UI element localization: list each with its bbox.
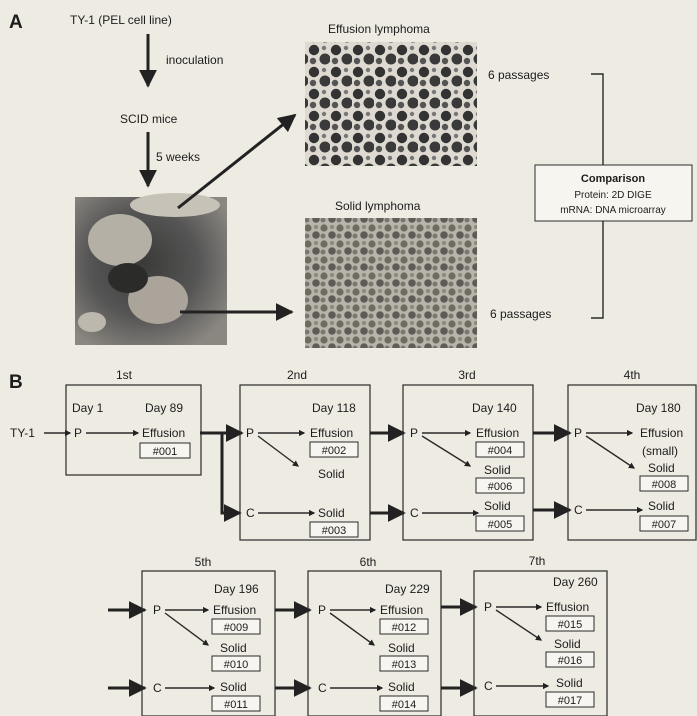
passages-top-label: 6 passages	[488, 68, 549, 82]
stage-7-p-solid-arrow	[496, 610, 541, 640]
stage-7-e-id: #015	[558, 619, 582, 631]
effusion-lymphoma-title: Effusion lymphoma	[328, 22, 430, 36]
stage-3: 3rd Day 140 P Effusion #004 Solid #006 C…	[403, 368, 533, 540]
stage-6-c: C	[318, 681, 327, 695]
comparison-mrna: mRNA: DNA microarray	[560, 205, 666, 216]
stage-5-p-id: #010	[224, 659, 248, 671]
stage-7-p: P	[484, 600, 492, 614]
stage-1-effusion: Effusion	[142, 426, 185, 440]
stage-7: 7th Day 260 P Effusion #015 Solid #016 C…	[474, 554, 607, 716]
stage-7-effusion: Effusion	[546, 600, 589, 614]
stage-2-p-solid-arrow	[258, 436, 298, 466]
effusion-micrograph	[305, 42, 477, 166]
start-label: TY-1	[10, 426, 35, 440]
stage-3-solid-p: Solid	[484, 463, 511, 477]
stage-6-p-id: #013	[392, 659, 416, 671]
stage-7-title: 7th	[529, 554, 546, 568]
stage-1-day: Day 89	[145, 401, 183, 415]
panel-b-label: B	[9, 372, 23, 393]
stage-3-solid-c: Solid	[484, 499, 511, 513]
stage-4-day: Day 180	[636, 401, 681, 415]
stage-3-p-id: #006	[488, 481, 512, 493]
stage-1-title: 1st	[116, 368, 133, 382]
inoculation-label: inoculation	[166, 53, 223, 67]
solid-micrograph	[305, 218, 477, 348]
stage-6-effusion: Effusion	[380, 603, 423, 617]
stage-7-c-id: #017	[558, 695, 582, 707]
stage-7-solid-p: Solid	[554, 637, 581, 651]
stage-6-e-id: #012	[392, 622, 416, 634]
stage-4-c-id: #007	[652, 519, 676, 531]
stage-3-p: P	[410, 426, 418, 440]
stage-6-p: P	[318, 603, 326, 617]
bracket-top	[591, 74, 603, 165]
stage-2-solid-c: Solid	[318, 506, 345, 520]
stage-3-c: C	[410, 506, 419, 520]
comparison-title: Comparison	[581, 173, 645, 185]
stage-5-solid-p: Solid	[220, 641, 247, 655]
stage-3-effusion: Effusion	[476, 426, 519, 440]
stage-7-solid-c: Solid	[556, 676, 583, 690]
stage-5: 5th Day 196 P Effusion #009 Solid #010 C…	[142, 555, 275, 716]
stage-5-title: 5th	[195, 555, 212, 569]
stage-4-p-solid-arrow	[586, 436, 634, 468]
stage-2-e-id: #002	[322, 445, 346, 457]
stage-6-solid-c: Solid	[388, 680, 415, 694]
stage-2-day: Day 118	[312, 401, 356, 415]
stage-4: 4th Day 180 P Effusion (small) Solid #00…	[568, 368, 696, 540]
stage-5-day: Day 196	[214, 582, 259, 596]
stage-5-effusion: Effusion	[213, 603, 256, 617]
stage-2: 2nd Day 118 P Effusion #002 Solid C Soli…	[240, 368, 370, 540]
stage-4-solid-p: Solid	[648, 461, 675, 475]
stage-2-p: P	[246, 426, 254, 440]
stage-6: 6th Day 229 P Effusion #012 Solid #013 C…	[308, 555, 441, 716]
stage-5-p: P	[153, 603, 161, 617]
stage-6-solid-p: Solid	[388, 641, 415, 655]
stage-6-title: 6th	[360, 555, 377, 569]
stage-6-day: Day 229	[385, 582, 430, 596]
stage-2-c-id: #003	[322, 525, 346, 537]
stage-4-c: C	[574, 503, 583, 517]
stage-2-effusion: Effusion	[310, 426, 353, 440]
stage-5-c: C	[153, 681, 162, 695]
stage-6-p-solid-arrow	[330, 613, 374, 645]
stage-3-day: Day 140	[472, 401, 517, 415]
stage-5-p-solid-arrow	[165, 613, 208, 645]
stage-2-solid-p: Solid	[318, 467, 345, 481]
scid-mice-label: SCID mice	[120, 112, 178, 126]
connector-1-2-solid	[200, 433, 240, 513]
stage-1-id: #001	[153, 446, 177, 458]
stage-3-p-solid-arrow	[422, 436, 470, 466]
stage-4-title: 4th	[624, 368, 641, 382]
stage-1: 1st Day 1 Day 89 TY-1 P Effusion #001	[10, 368, 201, 475]
stage-7-c: C	[484, 679, 493, 693]
panel-a-label: A	[9, 12, 23, 33]
stage-4-small: (small)	[642, 444, 678, 458]
stage-3-e-id: #004	[488, 445, 512, 457]
stage-7-p-id: #016	[558, 655, 582, 667]
stage-2-c: C	[246, 506, 255, 520]
stage-1-day-start: Day 1	[72, 401, 104, 415]
passages-bottom-label: 6 passages	[490, 307, 551, 321]
stage-5-e-id: #009	[224, 622, 248, 634]
stage-4-p-id: #008	[652, 479, 676, 491]
stage-1-p: P	[74, 426, 82, 440]
cell-line-label: TY-1 (PEL cell line)	[70, 13, 172, 27]
stage-6-c-id: #014	[392, 699, 416, 711]
bracket-bottom	[591, 221, 603, 318]
five-weeks-label: 5 weeks	[156, 150, 200, 164]
stage-2-title: 2nd	[287, 368, 307, 382]
mouse-photo	[75, 193, 227, 345]
solid-lymphoma-title: Solid lymphoma	[335, 199, 421, 213]
stage-4-effusion: Effusion	[640, 426, 683, 440]
stage-5-c-id: #011	[224, 699, 248, 711]
stage-3-title: 3rd	[458, 368, 475, 382]
stage-4-solid-c: Solid	[648, 499, 675, 513]
comparison-protein: Protein: 2D DIGE	[574, 190, 652, 201]
stage-4-p: P	[574, 426, 582, 440]
stage-7-day: Day 260	[553, 575, 598, 589]
stage-3-c-id: #005	[488, 519, 512, 531]
stage-5-solid-c: Solid	[220, 680, 247, 694]
